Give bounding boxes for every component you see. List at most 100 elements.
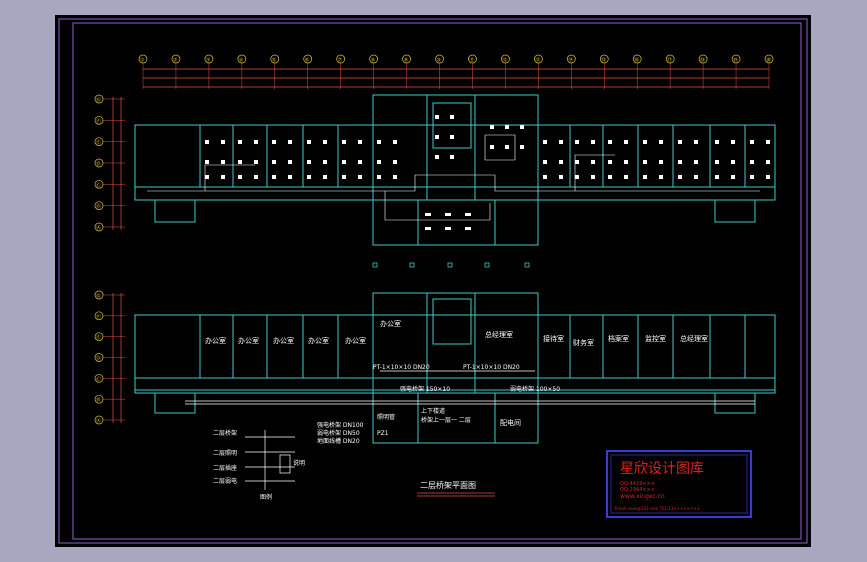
axis-bubble	[94, 415, 104, 425]
axis-label: Ⓓ	[96, 161, 101, 168]
light-fixture	[559, 140, 563, 144]
light-fixture	[766, 175, 770, 179]
svg-text:上下楼道: 上下楼道	[421, 407, 445, 415]
stamp-line2: QQ:2944×××	[620, 487, 655, 493]
axis-bubble	[501, 54, 510, 64]
drawing-title: 二层桥架平面图	[420, 480, 476, 490]
light-fixture	[221, 160, 225, 164]
light-fixture	[221, 140, 225, 144]
legend: 二层桥架 二层照明 二层插座 二层弱电 说明 图例	[213, 429, 305, 501]
column-marker	[524, 262, 530, 268]
light-fixture	[520, 145, 524, 149]
light-fixture	[608, 140, 612, 144]
light-fixture	[205, 175, 209, 179]
axis-bubble	[369, 54, 378, 64]
left-dimension	[112, 97, 122, 423]
column-markers	[372, 262, 530, 268]
axis-label: ②	[173, 58, 178, 64]
axis-bubble	[698, 54, 708, 64]
upper-floor-plan	[134, 94, 776, 246]
light-fixture	[254, 140, 258, 144]
light-fixture	[272, 175, 276, 179]
light-fixture	[575, 140, 579, 144]
axis-bubble	[171, 54, 181, 64]
axis-label: ⑰	[667, 57, 672, 64]
light-fixture	[543, 175, 547, 179]
axis-bubble	[665, 54, 675, 64]
light-fixture	[425, 227, 431, 230]
light-fixture	[307, 160, 311, 164]
light-fixture	[288, 160, 292, 164]
light-fixture	[445, 227, 451, 230]
light-fixture	[445, 213, 451, 216]
axis-bubble	[402, 54, 411, 64]
light-fixture	[272, 160, 276, 164]
axis-bubble	[94, 179, 104, 189]
axis-label: ⑤	[272, 58, 276, 64]
svg-text:说明: 说明	[293, 459, 305, 467]
axis-label: Ⓑ	[96, 203, 101, 210]
axis-bubble	[237, 54, 247, 64]
light-fixture	[307, 175, 311, 179]
axis-bubble	[94, 158, 104, 168]
light-fixture	[342, 175, 346, 179]
axis-label: ⑭	[568, 57, 573, 64]
light-fixture	[505, 145, 509, 149]
light-fixture	[358, 175, 362, 179]
light-fixture	[559, 160, 563, 164]
outer-border	[58, 18, 808, 544]
light-fixture	[238, 175, 242, 179]
svg-text:档案室: 档案室	[608, 334, 629, 343]
axis-label: ⑦	[338, 58, 343, 64]
light-fixture	[505, 125, 509, 129]
axis-label: ⑥	[305, 58, 310, 64]
svg-text:PZ1: PZ1	[377, 430, 389, 437]
svg-text:PT-1×10×10 DN20: PT-1×10×10 DN20	[463, 364, 520, 371]
axis-bubble	[94, 332, 104, 342]
top-dimension	[143, 68, 769, 88]
svg-text:地面线槽 DN20: 地面线槽 DN20	[317, 437, 360, 445]
light-fixture	[221, 175, 225, 179]
axis-bubble	[435, 54, 444, 64]
svg-text:办公室: 办公室	[345, 336, 366, 345]
axis-label: Ⓑ	[96, 397, 101, 404]
svg-text:接待室: 接待室	[543, 334, 564, 343]
svg-text:桥架上一层一 二层: 桥架上一层一 二层	[421, 416, 471, 424]
svg-text:办公室: 办公室	[238, 336, 259, 345]
axis-label: ⑳	[766, 57, 771, 64]
room-labels: 办公室 办公室 办公室 办公室 办公室 办公室 总经理室 接待室 财务室 档案室…	[205, 319, 708, 427]
light-fixture	[323, 160, 327, 164]
axis-bubble	[599, 54, 609, 64]
light-fixture	[608, 175, 612, 179]
light-fixture	[715, 140, 719, 144]
axis-bubble	[94, 373, 104, 383]
axis-bubble	[94, 222, 104, 232]
stamp-url: www.xingxc.cn	[620, 493, 665, 500]
light-fixture	[254, 175, 258, 179]
svg-text:总经理室: 总经理室	[485, 330, 513, 339]
stamp-title: 星欣设计图库	[620, 461, 704, 477]
lower-floor-plan	[134, 292, 776, 444]
light-fixture	[643, 140, 647, 144]
axis-label: ⑲	[733, 57, 738, 64]
axis-bubble	[632, 54, 642, 64]
light-fixture	[254, 160, 258, 164]
axis-label: Ⓔ	[96, 334, 101, 341]
stamp-line1: QQ:4419×××	[620, 481, 655, 487]
axis-label: Ⓓ	[96, 355, 101, 362]
axis-label: Ⓒ	[96, 376, 101, 383]
lighting-circuits	[147, 134, 760, 221]
light-fixture	[694, 160, 698, 164]
axis-bubble	[468, 54, 477, 64]
light-fixture	[694, 175, 698, 179]
light-fixture	[465, 227, 471, 230]
axis-label: ⑯	[634, 57, 639, 64]
light-fixture	[238, 160, 242, 164]
light-fixture	[659, 160, 663, 164]
svg-text:办公室: 办公室	[380, 319, 401, 328]
